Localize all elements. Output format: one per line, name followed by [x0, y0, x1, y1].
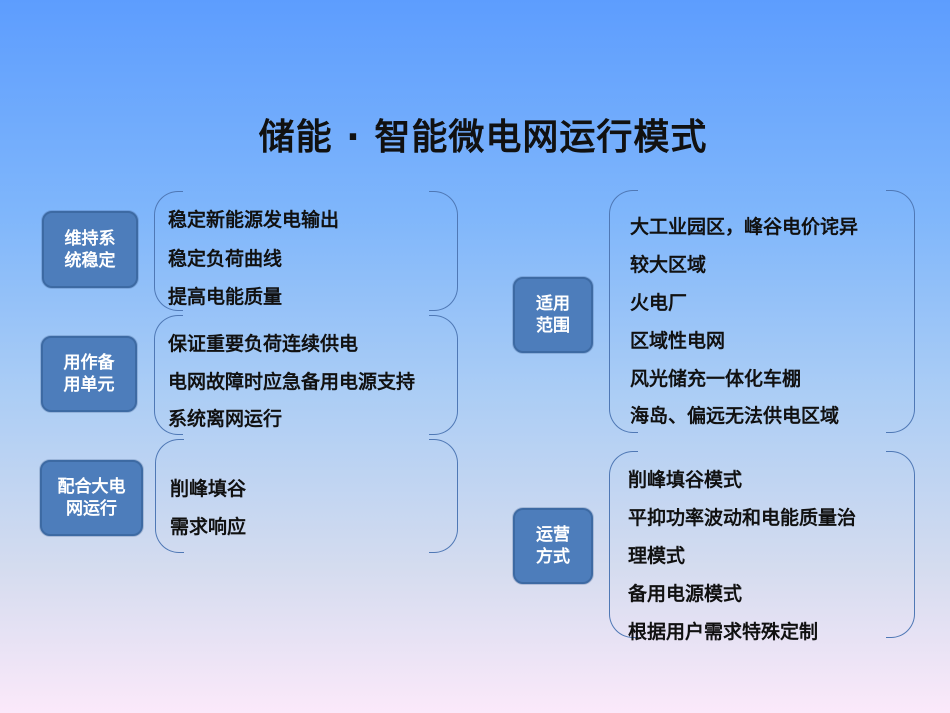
list-item: 区域性电网	[630, 330, 726, 352]
label-operation-mode: 运营 方式	[513, 508, 593, 584]
bracket-operation-mode: 削峰填谷模式 平抑功率波动和电能质量治 理模式 备用电源模式 根据用户需求特殊定…	[609, 451, 915, 643]
page-title: 储能 · 智能微电网运行模式	[258, 117, 708, 158]
label-line: 适用	[536, 294, 570, 314]
label-line: 方式	[536, 547, 570, 567]
list-item: 根据用户需求特殊定制	[628, 621, 819, 643]
list-item: 备用电源模式	[628, 583, 743, 605]
list-item: 风光储充一体化车棚	[630, 368, 802, 390]
bracket-application-scope: 大工业园区，峰谷电价诧异 较大区域 火电厂 区域性电网 风光储充一体化车棚 海岛…	[609, 190, 915, 433]
bracket-backup-unit: 保证重要负荷连续供电 电网故障时应急备用电源支持 系统离网运行	[154, 315, 458, 435]
list-item: 大工业园区，峰谷电价诧异	[630, 216, 859, 238]
list-item: 提高电能质量	[168, 286, 283, 308]
label-line: 网运行	[66, 499, 117, 519]
list-item: 较大区域	[630, 254, 707, 276]
label-line: 配合大电	[57, 477, 126, 497]
label-line: 运营	[536, 525, 570, 545]
list-item: 稳定新能源发电输出	[168, 209, 340, 231]
list-item: 海岛、偏远无法供电区域	[630, 405, 840, 427]
label-line: 统稳定	[64, 250, 116, 271]
label-line: 用作备	[63, 353, 115, 373]
list-item: 保证重要负荷连续供电	[168, 333, 359, 355]
label-system-stability: 维持系 统稳定	[42, 211, 138, 288]
label-line: 维持系	[64, 228, 116, 249]
list-item: 火电厂	[630, 292, 688, 314]
list-item: 稳定负荷曲线	[168, 248, 283, 270]
label-application-scope: 适用 范围	[513, 277, 593, 353]
list-item: 削峰填谷模式	[628, 469, 743, 491]
list-item: 需求响应	[170, 516, 247, 538]
label-line: 范围	[536, 316, 570, 336]
list-item: 系统离网运行	[168, 408, 283, 430]
bracket-grid-support: 削峰填谷 需求响应	[155, 439, 458, 553]
list-item: 削峰填谷	[170, 478, 247, 500]
list-item: 理模式	[628, 545, 686, 567]
list-item: 电网故障时应急备用电源支持	[168, 371, 416, 393]
list-item: 平抑功率波动和电能质量治	[628, 507, 857, 529]
label-backup-unit: 用作备 用单元	[41, 336, 137, 412]
label-grid-support: 配合大电 网运行	[40, 460, 143, 536]
label-line: 用单元	[63, 375, 115, 395]
bracket-system-stability: 稳定新能源发电输出 稳定负荷曲线 提高电能质量	[154, 191, 458, 311]
